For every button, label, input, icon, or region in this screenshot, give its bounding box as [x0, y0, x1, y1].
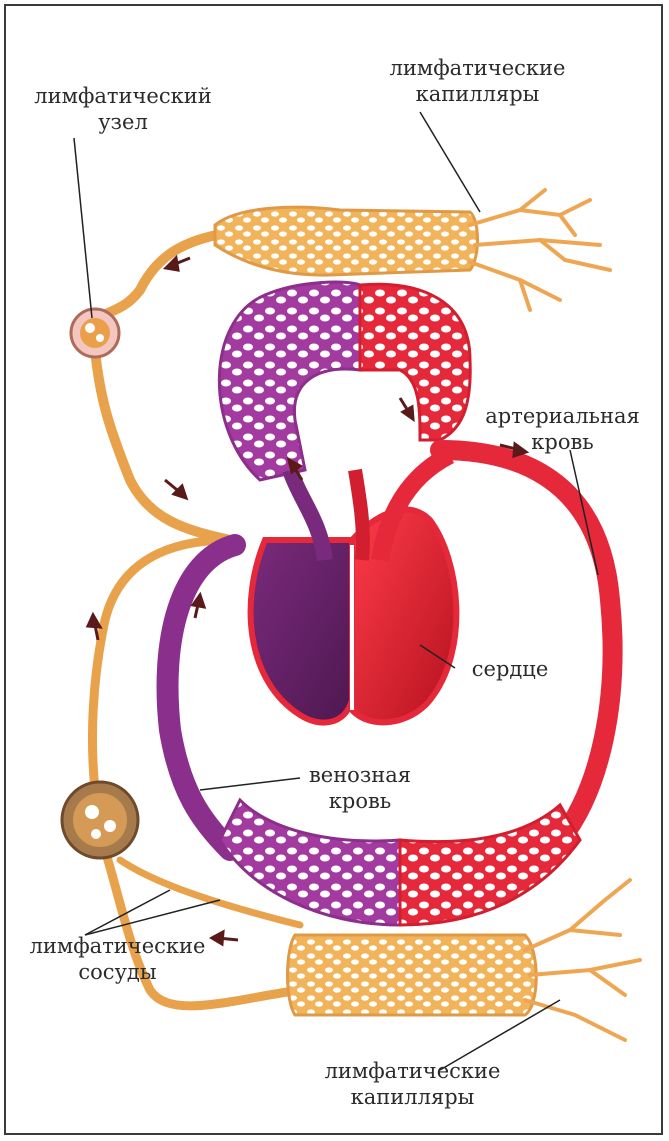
- label-lymph-vessels: лимфатические сосуды: [10, 933, 225, 985]
- label-arterial-blood-line2: кровь: [470, 429, 655, 455]
- label-arterial-blood: артериальная кровь: [470, 403, 655, 455]
- label-venous-blood-line1: венозная: [290, 762, 430, 788]
- lymph-node-bottom: [62, 782, 138, 858]
- label-lymph-vessels-line1: лимфатические: [10, 933, 225, 959]
- label-venous-blood-line2: кровь: [290, 788, 430, 814]
- lymph-node-top: [71, 309, 119, 357]
- label-arterial-blood-line1: артериальная: [470, 403, 655, 429]
- label-lymph-capillaries-bottom-line2: капилляры: [305, 1084, 520, 1110]
- systemic-capillary-bed: [220, 800, 580, 925]
- label-venous-blood: венозная кровь: [290, 762, 430, 814]
- label-lymph-node-line2: узел: [18, 109, 228, 135]
- label-heart: сердце: [455, 656, 565, 682]
- label-heart-text: сердце: [455, 656, 565, 682]
- label-lymph-capillaries-top: лимфатические капилляры: [370, 55, 585, 107]
- heart: [251, 455, 457, 723]
- label-lymph-capillaries-top-line1: лимфатические: [370, 55, 585, 81]
- label-lymph-capillaries-top-line2: капилляры: [370, 81, 585, 107]
- label-lymph-node: лимфатический узел: [18, 83, 228, 135]
- label-lymph-node-line1: лимфатический: [18, 83, 228, 109]
- label-lymph-capillaries-bottom: лимфатические капилляры: [305, 1058, 520, 1110]
- label-lymph-vessels-line2: сосуды: [10, 959, 225, 985]
- label-lymph-capillaries-bottom-line1: лимфатические: [305, 1058, 520, 1084]
